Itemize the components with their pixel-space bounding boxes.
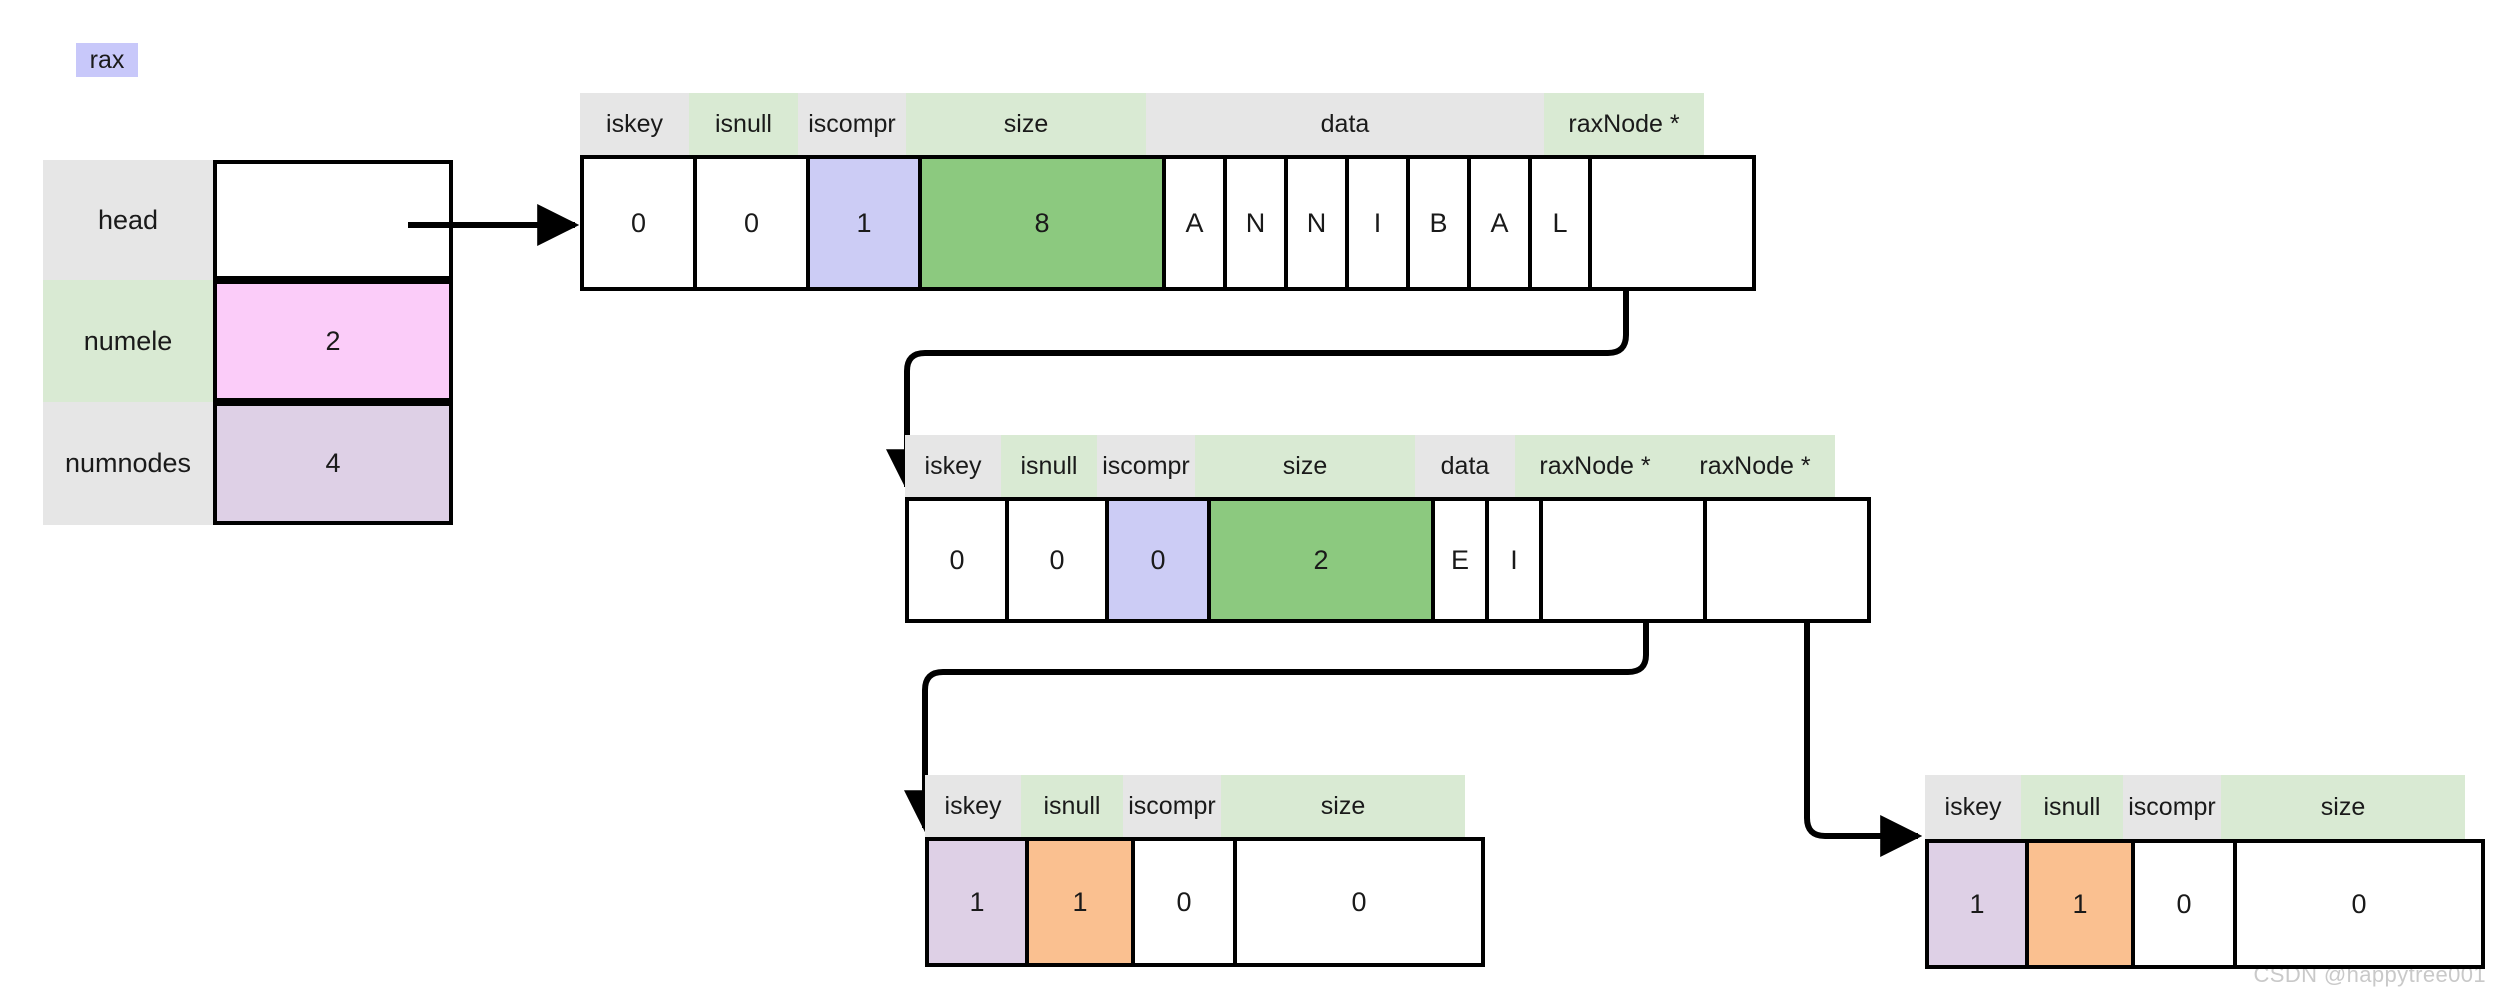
- node1-header-data-4: data: [1146, 93, 1544, 155]
- node2-cell-5: I: [1489, 501, 1543, 619]
- node2-header-size-3: size: [1195, 435, 1415, 497]
- rax-tag-label: rax: [76, 43, 138, 77]
- rax-field-value-numnodes: 4: [213, 402, 453, 525]
- node1-header-raxnode-5: raxNode *: [1544, 93, 1704, 155]
- node4-header-iscompr-2: iscompr: [2123, 775, 2221, 839]
- rax-field-value-numele: 2: [213, 280, 453, 402]
- node2-cell-3: 2: [1211, 501, 1435, 619]
- node1-cell-11: [1592, 159, 1752, 287]
- node1-cell-1: 0: [697, 159, 810, 287]
- node2-cell-7: [1707, 501, 1867, 619]
- rax-field-row: head: [43, 160, 453, 280]
- node2-cell-2: 0: [1109, 501, 1211, 619]
- node4-cell-0: 1: [1929, 843, 2029, 965]
- node1-cell-4: A: [1166, 159, 1227, 287]
- node3-cell-0: 1: [929, 841, 1029, 963]
- node4-cell-3: 0: [2237, 843, 2481, 965]
- node4-cell-1: 1: [2029, 843, 2135, 965]
- rax-tag-text: rax: [89, 45, 125, 74]
- node2-header-iscompr-2: iscompr: [1097, 435, 1195, 497]
- node2-header-data-4: data: [1415, 435, 1515, 497]
- node1-header-isnull-1: isnull: [689, 93, 798, 155]
- node3-cell-2: 0: [1135, 841, 1237, 963]
- node3-header-isnull-1: isnull: [1021, 775, 1123, 837]
- node4-cell-2: 0: [2135, 843, 2237, 965]
- rax-field-label-head: head: [43, 160, 213, 280]
- node1-cell-5: N: [1227, 159, 1288, 287]
- node1-cell-0: 0: [584, 159, 697, 287]
- rax-field-value-head: [213, 160, 453, 280]
- node1-cell-8: B: [1410, 159, 1471, 287]
- node2-header-iskey-0: iskey: [905, 435, 1001, 497]
- node1-cell-6: N: [1288, 159, 1349, 287]
- node3-cell-3: 0: [1237, 841, 1481, 963]
- node2-cell-4: E: [1435, 501, 1489, 619]
- node3-cell-1: 1: [1029, 841, 1135, 963]
- node2-header-isnull-1: isnull: [1001, 435, 1097, 497]
- node4-header-size-3: size: [2221, 775, 2465, 839]
- node1-header-iscompr-2: iscompr: [798, 93, 906, 155]
- node1-cell-3: 8: [922, 159, 1166, 287]
- node3-header-size-3: size: [1221, 775, 1465, 837]
- node2-header-raxnode-6: raxNode *: [1675, 435, 1835, 497]
- node1-cell-2: 1: [810, 159, 922, 287]
- node1-header-iskey-0: iskey: [580, 93, 689, 155]
- node1-header-size-3: size: [906, 93, 1146, 155]
- node1-cell-9: A: [1471, 159, 1532, 287]
- node3-header-iscompr-2: iscompr: [1123, 775, 1221, 837]
- node2-cell-6: [1543, 501, 1707, 619]
- rax-field-label-numele: numele: [43, 280, 213, 402]
- node2-cell-0: 0: [909, 501, 1009, 619]
- node2-cell-1: 0: [1009, 501, 1109, 619]
- node4-header-isnull-1: isnull: [2021, 775, 2123, 839]
- node1-cell-7: I: [1349, 159, 1410, 287]
- node4-header-iskey-0: iskey: [1925, 775, 2021, 839]
- node2-header-raxnode-5: raxNode *: [1515, 435, 1675, 497]
- node1-cell-10: L: [1532, 159, 1592, 287]
- rax-field-label-numnodes: numnodes: [43, 402, 213, 525]
- node3-header-iskey-0: iskey: [925, 775, 1021, 837]
